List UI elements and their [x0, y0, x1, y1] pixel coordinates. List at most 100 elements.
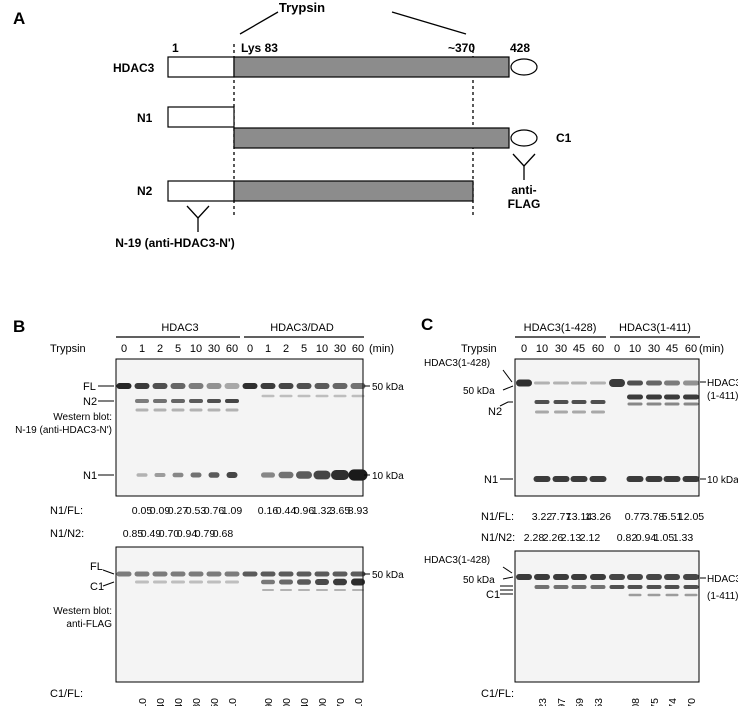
blot-band	[516, 379, 532, 387]
b-n1fl-value: 8.93	[348, 505, 369, 517]
b-c1fl-value: 137.10	[353, 698, 365, 706]
blot-band	[170, 383, 186, 389]
row-label-n1: N1	[137, 111, 153, 125]
blot-band	[298, 589, 310, 591]
b-n1fl-value: 0.09	[150, 505, 171, 517]
hdac3-c-domain-box	[233, 56, 510, 78]
n19-label: N-19 (anti-HDAC3-N')	[115, 236, 235, 250]
c-time-label: 45	[573, 343, 585, 355]
blot-band	[572, 410, 586, 414]
panel-b-letter: B	[13, 317, 25, 336]
b-time-label: 10	[316, 343, 328, 355]
blot-band	[172, 472, 184, 478]
blot-band	[553, 381, 569, 385]
trypsin-bracket-left	[239, 11, 279, 35]
blot-band	[261, 472, 275, 478]
b-blot2-fl-label: FL	[90, 561, 103, 573]
panel-a: A Trypsin 1 Lys 83 ~370 428 HDAC3 N1 C1 …	[13, 0, 572, 250]
blot-band	[534, 585, 550, 589]
c-c1fl-value: 2.59	[574, 698, 586, 706]
n2-n-domain-box	[167, 180, 235, 202]
b-blot1-bands	[116, 383, 368, 481]
blot-band	[206, 383, 222, 389]
blot-band	[590, 381, 606, 385]
blot-band	[224, 571, 240, 577]
b-blot1-marker-50: 50 kDa	[372, 382, 404, 393]
blot-band	[645, 476, 663, 482]
blot-band	[134, 571, 150, 577]
blot-band	[627, 380, 643, 386]
c-n1n2-value: 0.94	[636, 532, 657, 544]
blot-band	[590, 574, 606, 580]
c-n1fl-value: 13.14	[566, 511, 592, 523]
c-time-label: 10	[629, 343, 641, 355]
b-time-label: 30	[208, 343, 220, 355]
anti-flag-antibody-icon	[512, 153, 536, 167]
blot-band	[207, 580, 221, 584]
blot-band	[242, 571, 258, 577]
blot-band	[153, 399, 167, 403]
b-c1fl-value: 0.10	[137, 698, 149, 706]
b-n1n2-value: 0.49	[141, 528, 162, 540]
pos-370-label: ~370	[448, 41, 475, 55]
blot-band	[206, 571, 222, 577]
c1-fragment-box	[233, 127, 510, 149]
blot-band	[190, 472, 202, 478]
c-n1n2-label: N1/N2:	[481, 532, 515, 544]
blot-band	[116, 571, 132, 577]
blot-band	[242, 383, 258, 389]
c-n1n2-value: 2.26	[543, 532, 564, 544]
b-time-label: 1	[265, 343, 271, 355]
blot-band	[314, 383, 330, 389]
c-c1fl-value: 0.74	[667, 698, 679, 706]
blot-band	[207, 399, 221, 403]
blot-band	[225, 408, 239, 412]
blot-band	[571, 574, 587, 580]
panel-a-letter: A	[13, 9, 25, 28]
b-blot2-wb-line1: Western blot:	[53, 606, 112, 617]
blot-band	[590, 400, 606, 404]
blot-band	[296, 471, 312, 479]
c-c1fl-value: 0.70	[686, 698, 698, 706]
blot-band	[646, 380, 662, 386]
c-blot2-marker-50: 50 kDa	[463, 575, 495, 586]
blot-band	[226, 472, 238, 478]
c-blot1-n1-label: N1	[484, 474, 498, 486]
blot-band	[352, 589, 364, 591]
blot-band	[664, 574, 680, 580]
c-blot2-right-1: HDAC3	[707, 574, 738, 585]
b-group-hdac3: HDAC3	[161, 322, 198, 334]
row-label-c1: C1	[556, 131, 572, 145]
blot-band	[553, 574, 569, 580]
blot-band	[627, 574, 643, 580]
blot-band	[153, 408, 167, 412]
blot-band	[261, 394, 275, 398]
b-n1fl-value: 3.65	[330, 505, 351, 517]
hdac3-n-domain-box	[167, 56, 235, 78]
blot-band	[225, 399, 239, 403]
c-n1fl-label: N1/FL:	[481, 511, 514, 523]
blot-band	[609, 585, 625, 589]
blot-band	[351, 578, 365, 586]
b-c1fl-value: 2.30	[191, 698, 203, 706]
blot-band	[647, 593, 661, 597]
blot-band	[609, 379, 625, 387]
blot-band	[646, 585, 662, 589]
c-blot1-right-2: (1-411)	[707, 391, 738, 402]
b-time-label: 1	[139, 343, 145, 355]
blot-band	[683, 402, 699, 406]
c-time-label: 0	[614, 343, 620, 355]
blot-band	[116, 383, 132, 389]
b-c1fl-value: 2.00	[281, 698, 293, 706]
panel-c-letter: C	[421, 315, 433, 334]
b-n1n2-value: 0.85	[123, 528, 144, 540]
c-time-label: 30	[555, 343, 567, 355]
blot-band	[135, 399, 149, 403]
c-n1n2-value: 1.33	[673, 532, 694, 544]
c-time-label: 60	[685, 343, 697, 355]
b-blot2-wb-line2: anti-FLAG	[66, 619, 112, 630]
c-n1fl-value: 13.26	[585, 511, 611, 523]
